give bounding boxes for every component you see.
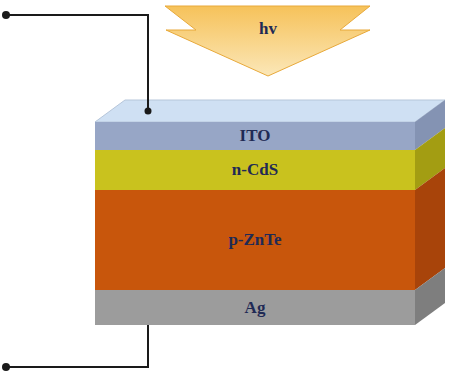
layer-label: p-ZnTe [228, 230, 281, 250]
znte-front [95, 190, 415, 290]
znte-layer: p-ZnTe [95, 190, 415, 290]
top-wire [6, 15, 148, 110]
ag-side [415, 268, 445, 325]
light-label: hv [259, 19, 277, 39]
layer-label: Ag [245, 298, 266, 318]
terminal [2, 363, 10, 371]
terminal [2, 11, 10, 19]
cds-layer: n-CdS [95, 150, 415, 190]
contact-dot [145, 108, 152, 115]
ag-layer: Ag [95, 290, 415, 325]
ito-layer: ITO [95, 122, 415, 150]
cds-front [95, 150, 415, 190]
layer-label: ITO [240, 126, 271, 146]
ag-front [95, 290, 415, 325]
layer-label: n-CdS [232, 160, 278, 180]
ito-front [95, 122, 415, 150]
bottom-wire [6, 325, 148, 367]
light-arrow [165, 6, 370, 76]
